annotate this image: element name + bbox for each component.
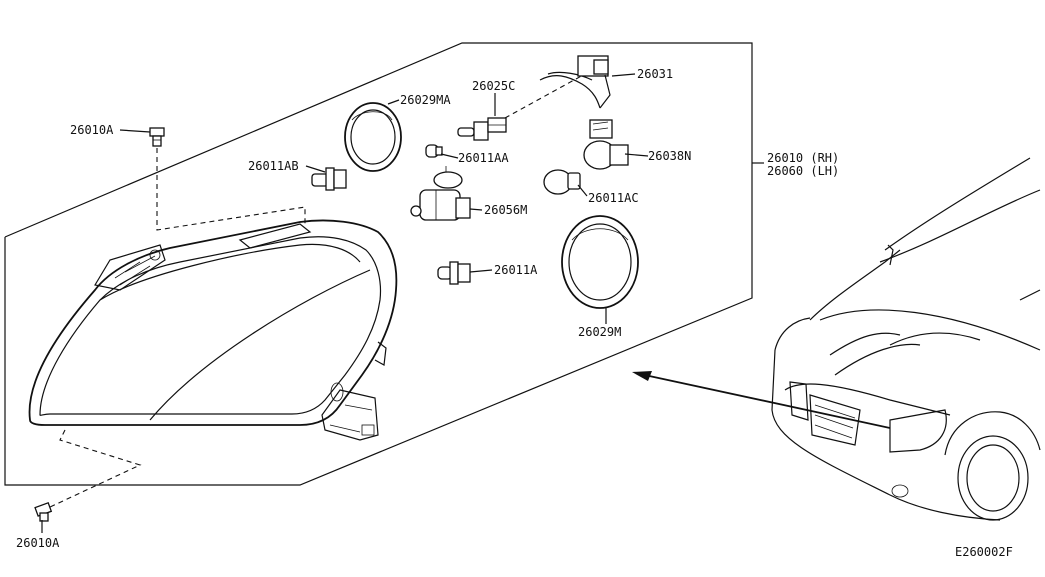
seal-ring-icon [561,215,639,309]
part-labels: 26010A 26010A 26011AB 26029MA 26025C 260… [16,67,1013,559]
label-assembly-rh: 26010 (RH) [767,151,839,165]
bulb-icon [425,144,443,158]
location-arrow [632,371,891,429]
label-ring-m: 26029M [578,325,621,339]
vehicle-illustration [771,157,1041,521]
label-diagram-code: E260002F [955,545,1013,559]
label-socket: 26038N [648,149,691,163]
assembly-frame [4,42,753,486]
label-bulb-aa: 26011AA [458,151,509,165]
actuator-icon [410,166,471,221]
label-bolt-bottom: 26010A [16,536,60,550]
label-bulb-ac: 26011AC [588,191,639,205]
bolt-bottom-guide [47,429,142,509]
bulb-icon [437,261,471,285]
bulb-icon [457,117,507,141]
bulb-icon [543,169,581,195]
headlamp-housing [28,219,398,441]
socket-icon [583,119,629,170]
label-bulb-025c: 26025C [472,79,515,93]
label-assembly-lh: 26060 (LH) [767,164,839,178]
label-bulb-ab: 26011AB [248,159,299,173]
label-actuator: 26056M [484,203,527,217]
seal-ring-icon [344,102,402,172]
bulb-icon [311,167,347,191]
label-ring-ma: 26029MA [400,93,451,107]
bolt-icon [149,127,165,147]
wire-harness-icon [539,55,611,109]
label-bolt-top: 26010A [70,123,114,137]
bolt-icon [34,502,53,522]
label-bulb-a: 26011A [494,263,538,277]
bolt-top-guide [156,148,306,231]
label-harness: 26031 [637,67,673,81]
